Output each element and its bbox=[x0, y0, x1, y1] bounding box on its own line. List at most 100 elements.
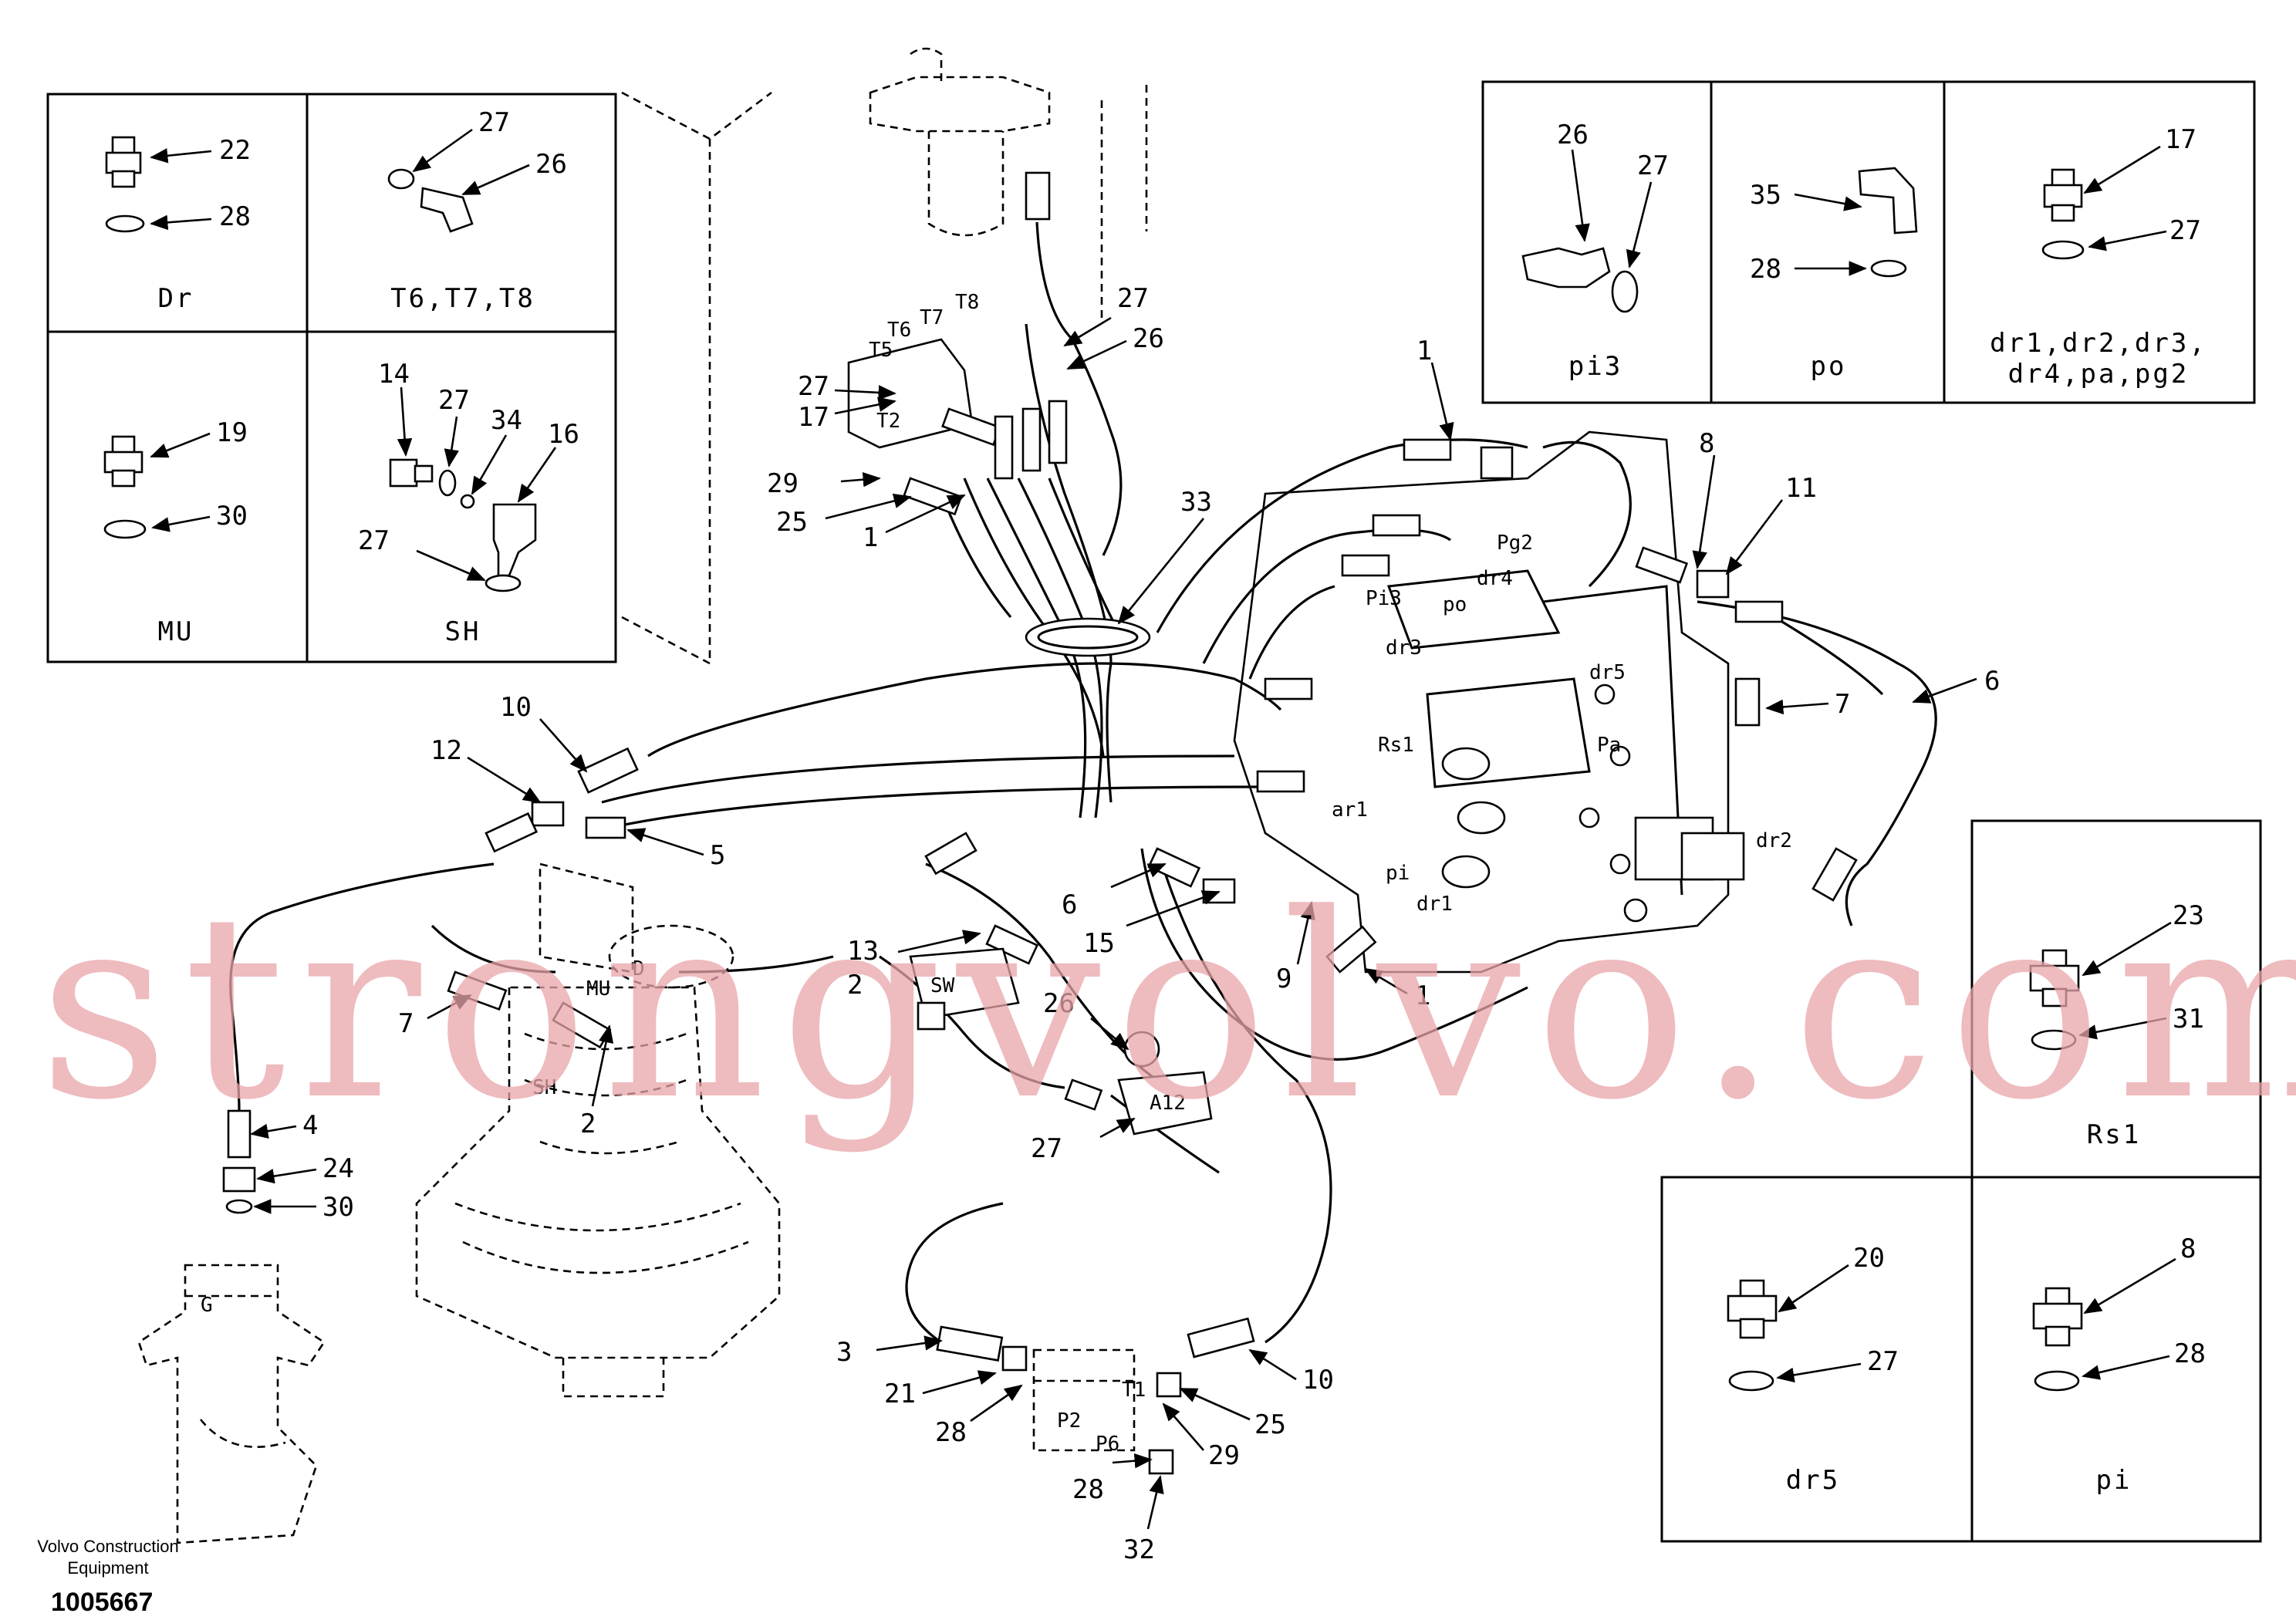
callout-32: 32 bbox=[1123, 1534, 1155, 1565]
callout-27a: 27 bbox=[1117, 283, 1149, 314]
inset-caption-sh: SH bbox=[445, 616, 481, 647]
callout-12: 12 bbox=[430, 735, 462, 766]
callout-8a: 8 bbox=[1699, 428, 1714, 459]
callout-10a: 10 bbox=[500, 692, 532, 723]
callout-17a: 17 bbox=[798, 402, 829, 433]
callout-26-pi3: 26 bbox=[1557, 120, 1589, 150]
inset-group-right-bottom: 23 31 Rs1 20 27 dr5 8 28 pi bbox=[1660, 819, 2262, 1543]
callout-23: 23 bbox=[2173, 900, 2204, 931]
callout-35: 35 bbox=[1750, 180, 1781, 211]
callout-27-dr: 27 bbox=[2169, 215, 2201, 246]
o-ring-31-icon bbox=[2031, 1029, 2077, 1051]
port-t1: T1 bbox=[1122, 1379, 1146, 1402]
callout-28a: 28 bbox=[935, 1417, 967, 1448]
callout-21: 21 bbox=[884, 1379, 916, 1409]
plug-19-icon bbox=[103, 435, 144, 488]
fittings bbox=[222, 171, 1858, 1475]
inset-caption-mu: MU bbox=[158, 616, 194, 647]
port-d: D bbox=[633, 957, 645, 980]
callout-7a: 7 bbox=[1835, 689, 1850, 720]
port-a12: A12 bbox=[1150, 1092, 1186, 1115]
callout-26b: 26 bbox=[1043, 988, 1075, 1019]
machine-structure-outline bbox=[137, 47, 1148, 1544]
callout-27-sh: 27 bbox=[438, 385, 470, 416]
o-ring-27-dr5-icon bbox=[1728, 1370, 1774, 1392]
o-ring-27-sh2-icon bbox=[485, 574, 522, 592]
o-ring-27-pi3-icon bbox=[1611, 270, 1639, 313]
inset-caption-dr5: dr5 bbox=[1786, 1465, 1840, 1496]
port-mu: MU bbox=[586, 977, 610, 1001]
inset-frame-left bbox=[46, 93, 617, 663]
callout-24: 24 bbox=[322, 1153, 354, 1184]
callout-8-pi: 8 bbox=[2180, 1234, 2196, 1264]
callout-2b: 2 bbox=[580, 1109, 596, 1139]
callout-14: 14 bbox=[378, 359, 410, 390]
inset-frame-right-top bbox=[1481, 80, 2256, 404]
port-rs1: Rs1 bbox=[1378, 734, 1414, 757]
callout-26-t: 26 bbox=[535, 149, 567, 180]
callout-25a: 25 bbox=[776, 507, 808, 538]
callout-17-dr: 17 bbox=[2165, 124, 2196, 155]
callout-30: 30 bbox=[216, 501, 248, 532]
port-dr4: dr4 bbox=[1477, 567, 1513, 590]
hose-routing bbox=[229, 221, 1937, 1344]
company-name-line2: Equipment bbox=[67, 1558, 148, 1578]
callout-5: 5 bbox=[710, 840, 725, 871]
port-sw: SW bbox=[930, 974, 955, 997]
callout-16: 16 bbox=[548, 419, 579, 450]
callout-28-po: 28 bbox=[1750, 254, 1781, 285]
callout-6b: 6 bbox=[1062, 889, 1077, 920]
port-g: G bbox=[201, 1294, 213, 1317]
callout-11: 11 bbox=[1785, 473, 1817, 504]
callout-28-pi: 28 bbox=[2174, 1338, 2206, 1369]
callout-27-sh2: 27 bbox=[358, 525, 390, 556]
plug-14-icon bbox=[389, 458, 434, 488]
drawing-number: 1005667 bbox=[51, 1588, 153, 1617]
callout-19: 19 bbox=[216, 417, 248, 448]
inset-caption-dr-line2: dr4,pa,pg2 bbox=[2008, 359, 2190, 390]
inset-caption-t678: T6,T7,T8 bbox=[390, 283, 535, 314]
inset-caption-rs1: Rs1 bbox=[2087, 1119, 2141, 1150]
callout-28b: 28 bbox=[1072, 1474, 1104, 1505]
port-dr3: dr3 bbox=[1386, 636, 1422, 660]
o-ring-28-po-icon bbox=[1870, 259, 1907, 278]
port-p6: P6 bbox=[1096, 1433, 1119, 1456]
port-pi: pi bbox=[1386, 862, 1410, 885]
callout-27c: 27 bbox=[1031, 1133, 1062, 1164]
callout-34: 34 bbox=[491, 405, 522, 436]
inset-caption-dr-line1: dr1,dr2,dr3, bbox=[1990, 328, 2207, 359]
callout-2a: 2 bbox=[847, 970, 863, 1001]
port-dr2: dr2 bbox=[1756, 829, 1792, 852]
inset-caption-pi3: pi3 bbox=[1568, 351, 1622, 382]
port-t8: T8 bbox=[955, 291, 979, 314]
callout-15: 15 bbox=[1083, 928, 1115, 959]
hose-clamp-33-icon bbox=[1025, 617, 1151, 657]
o-ring-28-pi-icon bbox=[2034, 1370, 2080, 1392]
port-p2: P2 bbox=[1057, 1409, 1081, 1433]
port-po: po bbox=[1443, 593, 1467, 616]
port-pi3: Pi3 bbox=[1366, 587, 1402, 610]
port-t5: T5 bbox=[869, 339, 893, 362]
elbow-26-pi3-icon bbox=[1521, 247, 1611, 289]
plug-20-icon bbox=[1727, 1279, 1778, 1339]
plug-22-icon bbox=[105, 136, 142, 188]
inset-group-right-top: 26 27 pi3 35 28 po 17 27 dr1,dr2,dr3, dr… bbox=[1481, 80, 2256, 404]
callout-25b: 25 bbox=[1254, 1409, 1286, 1440]
port-ar1: ar1 bbox=[1332, 798, 1368, 822]
callout-30b: 30 bbox=[322, 1192, 354, 1223]
callout-20: 20 bbox=[1853, 1243, 1885, 1274]
a12-block bbox=[1117, 1071, 1213, 1136]
sw-block bbox=[909, 947, 1020, 1020]
callout-9: 9 bbox=[1276, 964, 1292, 994]
port-pg2: Pg2 bbox=[1497, 532, 1533, 555]
callout-10b: 10 bbox=[1302, 1365, 1334, 1396]
inset-caption-pi: pi bbox=[2096, 1465, 2132, 1496]
callout-27b: 27 bbox=[798, 371, 829, 402]
o-ring-27-sh-icon bbox=[438, 469, 457, 497]
callout-29b: 29 bbox=[1208, 1440, 1240, 1471]
o-ring-28-icon bbox=[105, 214, 145, 233]
port-t2: T2 bbox=[876, 410, 900, 433]
watermark-text: strongvolvo.com bbox=[39, 859, 2296, 1156]
callout-7b: 7 bbox=[398, 1008, 414, 1039]
